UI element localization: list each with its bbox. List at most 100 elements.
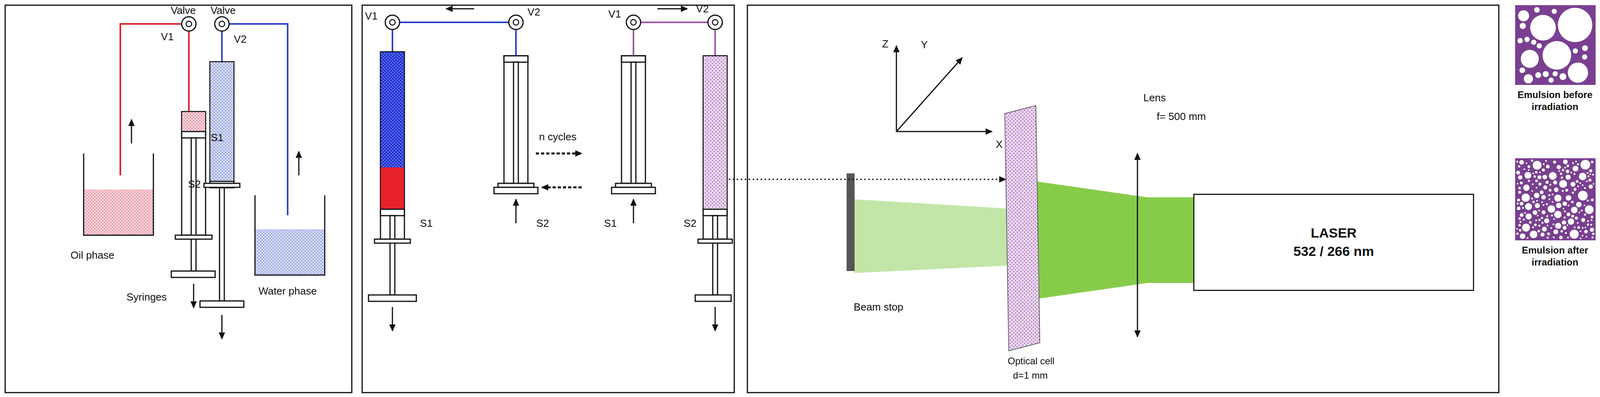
wavelengths: 532 / 266 nm xyxy=(1293,242,1374,261)
droplet xyxy=(1519,159,1525,165)
droplet xyxy=(1565,194,1572,201)
drawing-rect xyxy=(362,5,735,393)
drawing-line xyxy=(392,306,394,331)
droplet xyxy=(1556,164,1562,170)
droplet xyxy=(1537,229,1541,233)
syringe-s2-empty xyxy=(494,55,538,194)
focused-beam xyxy=(1035,181,1148,299)
droplet xyxy=(1519,181,1523,185)
droplet xyxy=(1583,204,1586,207)
drawing-line xyxy=(193,283,195,308)
valve-v1 xyxy=(181,16,197,32)
drawing-rect xyxy=(611,187,656,194)
droplet xyxy=(1515,227,1518,230)
drawing-line xyxy=(541,186,582,189)
droplet xyxy=(1524,171,1532,179)
droplet xyxy=(1548,188,1552,193)
droplet xyxy=(1543,185,1548,190)
droplet xyxy=(1534,202,1541,209)
droplet xyxy=(1592,232,1595,236)
droplet xyxy=(1533,192,1540,199)
droplet xyxy=(1562,201,1568,206)
part-label: Valve xyxy=(210,4,236,17)
droplet xyxy=(1586,180,1589,183)
droplet xyxy=(1539,190,1544,195)
droplet xyxy=(1529,14,1556,41)
part-label: Oil phase xyxy=(70,249,115,261)
droplet xyxy=(1554,210,1562,218)
drawing-rect xyxy=(380,52,404,168)
droplet xyxy=(1578,172,1587,181)
droplet xyxy=(1570,214,1575,218)
drawing-path xyxy=(83,153,154,236)
valve-v2 xyxy=(707,15,723,30)
transmitted-beam xyxy=(854,199,1020,273)
droplet xyxy=(1590,198,1595,202)
droplet xyxy=(1588,184,1593,189)
drawing-line xyxy=(515,199,517,224)
droplet xyxy=(1558,235,1563,240)
droplet xyxy=(1569,229,1579,240)
droplet xyxy=(1570,181,1576,187)
part-label: Y xyxy=(920,39,928,51)
droplet xyxy=(1550,226,1553,229)
droplet xyxy=(1580,159,1591,170)
droplet xyxy=(1570,171,1573,174)
part-label: d=1 mm xyxy=(1012,370,1048,381)
droplet xyxy=(1576,162,1580,166)
droplet xyxy=(1553,187,1559,193)
droplet xyxy=(1580,217,1586,222)
droplet xyxy=(1583,186,1587,190)
axes xyxy=(896,45,993,132)
droplet xyxy=(1517,186,1522,190)
drawing-rect xyxy=(219,187,225,301)
droplet xyxy=(1517,190,1522,194)
drawing-line xyxy=(535,152,582,155)
part-label: S2 xyxy=(683,217,697,230)
oil-tube xyxy=(120,23,189,176)
droplet xyxy=(1581,184,1584,187)
emulsion-picture xyxy=(1515,5,1596,85)
droplet xyxy=(1577,225,1581,230)
device-name: LASER xyxy=(1310,223,1357,243)
droplet xyxy=(1539,171,1542,174)
droplet xyxy=(1541,209,1546,215)
droplet xyxy=(1521,193,1531,202)
droplet xyxy=(1542,40,1572,70)
lens xyxy=(1137,153,1139,337)
drawing-rect xyxy=(703,55,728,240)
part-label: Valve xyxy=(170,4,196,17)
part-label: Syringes xyxy=(126,291,167,303)
drawing-rect xyxy=(494,187,538,194)
droplet xyxy=(1565,174,1571,180)
droplet xyxy=(1588,168,1593,173)
droplet xyxy=(1546,214,1549,218)
droplet xyxy=(1545,164,1550,169)
droplet xyxy=(1515,170,1521,175)
droplet xyxy=(1578,211,1581,214)
droplet xyxy=(1553,229,1559,235)
droplet xyxy=(1519,67,1526,74)
part-label: S2 xyxy=(188,178,201,191)
laser-box: LASER532 / 266 nm xyxy=(1193,193,1475,291)
droplet xyxy=(1582,45,1589,52)
droplet xyxy=(1538,218,1542,222)
droplet xyxy=(1542,203,1545,207)
droplet xyxy=(1572,165,1579,172)
droplet xyxy=(1586,199,1589,202)
droplet xyxy=(1548,198,1551,201)
part-label: V1 xyxy=(160,31,174,43)
droplet xyxy=(1521,223,1531,232)
part-label: V1 xyxy=(364,10,378,22)
droplet xyxy=(1522,218,1526,221)
drawing-line xyxy=(221,314,223,339)
droplet xyxy=(1515,232,1519,236)
droplet xyxy=(1572,48,1579,54)
drawing-rect xyxy=(374,239,411,244)
droplet xyxy=(1584,229,1589,234)
droplet xyxy=(1571,191,1575,195)
part-label: S1 xyxy=(603,217,617,230)
droplet xyxy=(1532,209,1538,216)
drawing-rect xyxy=(695,294,732,302)
drawing-rect xyxy=(703,56,727,210)
